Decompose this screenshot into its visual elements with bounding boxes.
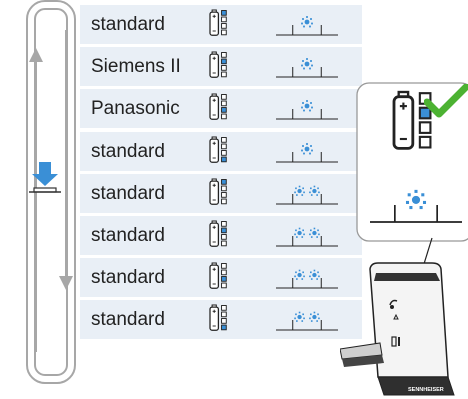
mode-label: Siemens II [91,56,181,78]
level-square-active [221,10,227,16]
row-icons [209,9,338,36]
battery-icon [391,336,397,347]
battery-icon [209,136,227,163]
signal-icon [276,185,338,205]
row-icons [209,93,338,121]
level-square-active [418,106,432,120]
settings-callout [356,82,468,242]
mode-row: Panasonic [80,89,362,130]
mode-label: standard [91,225,165,246]
mode-row: standard [80,258,362,299]
level-square-active [221,156,227,162]
level-square [221,263,227,269]
battery-icon [209,304,227,332]
battery-icon [209,262,227,290]
level-square-active [221,107,227,114]
level-square [221,23,227,29]
level-square [221,65,227,71]
battery-icon [392,90,432,150]
level-square-active [221,58,227,65]
signal-icon [276,58,338,78]
battery-icon [209,178,227,205]
level-square [221,52,227,58]
mode-label: standard [91,14,165,35]
level-square [221,191,227,198]
mode-label: standard [91,182,165,204]
base-station: SENNHEISER [340,262,455,396]
signal-icon [370,189,462,223]
level-square [221,269,227,276]
mode-row: Siemens II [80,47,362,88]
mode-label: Panasonic [91,98,180,120]
level-square-active [221,324,227,331]
headset-icon [389,299,398,309]
level-square [221,16,227,23]
up-arrowhead [29,48,43,62]
level-square [221,240,227,247]
signal-icon [276,227,338,247]
signal-icon [276,312,338,331]
press-button-icon [29,162,61,193]
level-square [221,136,227,143]
level-square [418,121,432,134]
row-icons [209,51,338,79]
row-icons [209,136,338,163]
signal-icon [276,100,338,120]
charge-icon [393,313,399,320]
level-square [221,94,227,101]
signal-icon [276,142,338,163]
signal-icon [276,16,338,36]
level-square-active [221,227,227,234]
mode-row: standard [80,173,362,214]
mode-row: standard [80,300,362,341]
mode-row: standard [80,216,362,256]
brand-logo: SENNHEISER [408,387,444,393]
mode-label: standard [91,267,165,289]
level-square [221,198,227,205]
battery-icon [209,51,227,79]
level-square [221,282,227,289]
battery-icon [209,9,227,36]
level-square [221,234,227,240]
level-square [221,149,227,156]
level-square [221,185,227,192]
level-square [221,71,227,78]
level-square [418,135,432,149]
level-square [221,221,227,227]
level-square [221,100,227,107]
battery-icon [209,220,227,247]
level-square-active [221,178,227,185]
battery-icon [209,93,227,121]
row-icons [209,178,338,205]
level-square [221,143,227,149]
level-square [221,311,227,318]
row-icons [209,262,338,290]
level-square [221,305,227,312]
level-square [221,113,227,120]
mode-row: standard [80,5,362,45]
row-icons [209,304,338,332]
level-square [221,29,227,36]
check-icon [424,84,468,118]
signal-icon [276,269,338,289]
mode-row: standard [80,131,362,172]
mode-label: standard [91,140,165,162]
mode-label: standard [91,309,165,331]
down-arrowhead [59,276,73,290]
row-icons [209,220,338,247]
level-square-active [221,276,227,282]
level-square [221,318,227,325]
